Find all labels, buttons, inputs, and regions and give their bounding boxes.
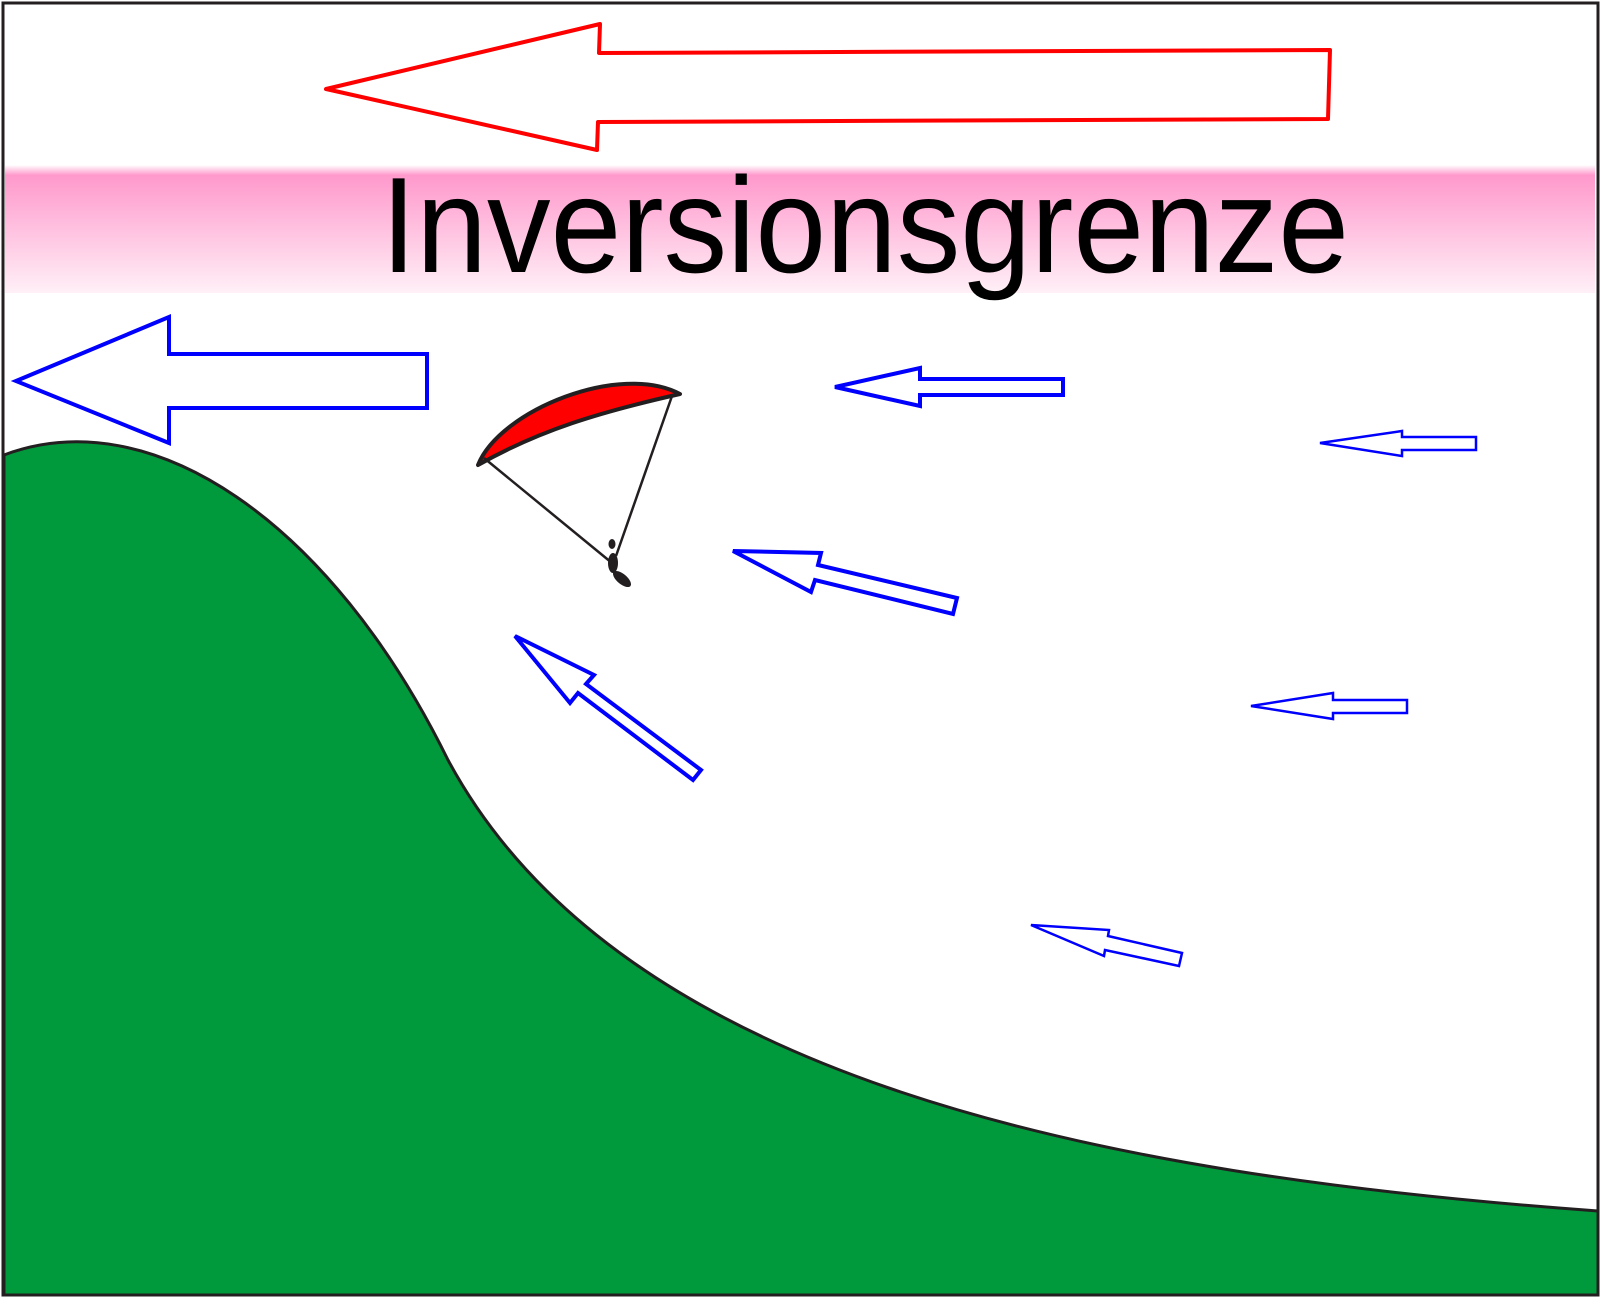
paraglider-icon [476,381,682,588]
wind-arrow-icon [1319,429,1478,458]
inversion-label: Inversionsgrenze [381,149,1349,301]
pilot-body [608,553,618,573]
valley-wind-arrow-icon [10,313,429,446]
wind-arrow-icon [732,549,960,617]
paraglider-line [483,457,613,564]
wind-arrow-icon [1030,923,1184,968]
wind-arrow-icon [834,365,1065,409]
hill-shape [2,440,1600,1297]
pilot-legs [612,570,632,588]
paraglider-line [614,395,674,557]
paraglider-wing [476,381,682,467]
pilot-head [608,539,616,549]
wind-arrow-icon [513,634,704,783]
upper-wind-arrow-icon [324,22,1332,152]
wind-arrow-icon [1250,691,1409,721]
inversion-band [5,165,1595,293]
